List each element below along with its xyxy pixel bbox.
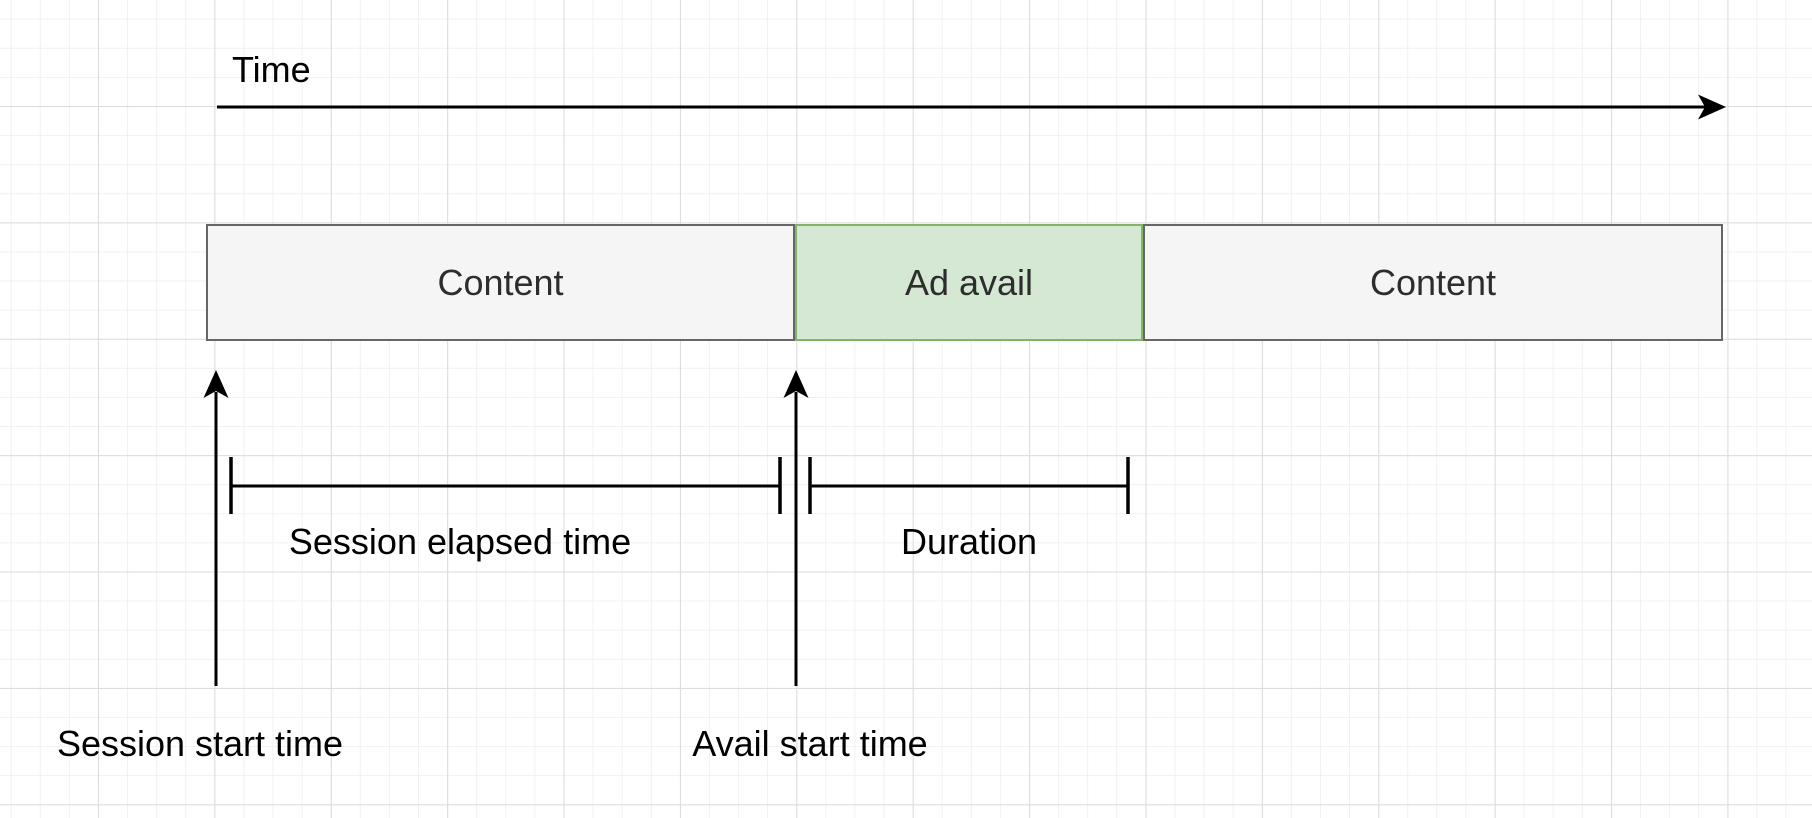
content-block-2-label: Content <box>1369 261 1497 303</box>
session-start-label: Session start time <box>56 723 344 764</box>
time-axis-arrow <box>217 94 1726 120</box>
ad-avail-block-label: Ad avail <box>904 261 1034 303</box>
session-elapsed-label: Session elapsed time <box>288 521 632 562</box>
content-block-2: Content <box>1143 224 1723 341</box>
content-block-1-label: Content <box>437 261 564 303</box>
session-elapsed-bracket <box>229 457 782 514</box>
duration-bracket <box>808 457 1130 514</box>
avail-start-label: Avail start time <box>692 723 928 764</box>
duration-label: Duration <box>900 521 1038 562</box>
ad-avail-block: Ad avail <box>795 224 1143 341</box>
time-axis-label: Time <box>232 49 311 90</box>
content-block-1: Content <box>206 224 795 341</box>
session-start-arrow <box>203 370 229 686</box>
